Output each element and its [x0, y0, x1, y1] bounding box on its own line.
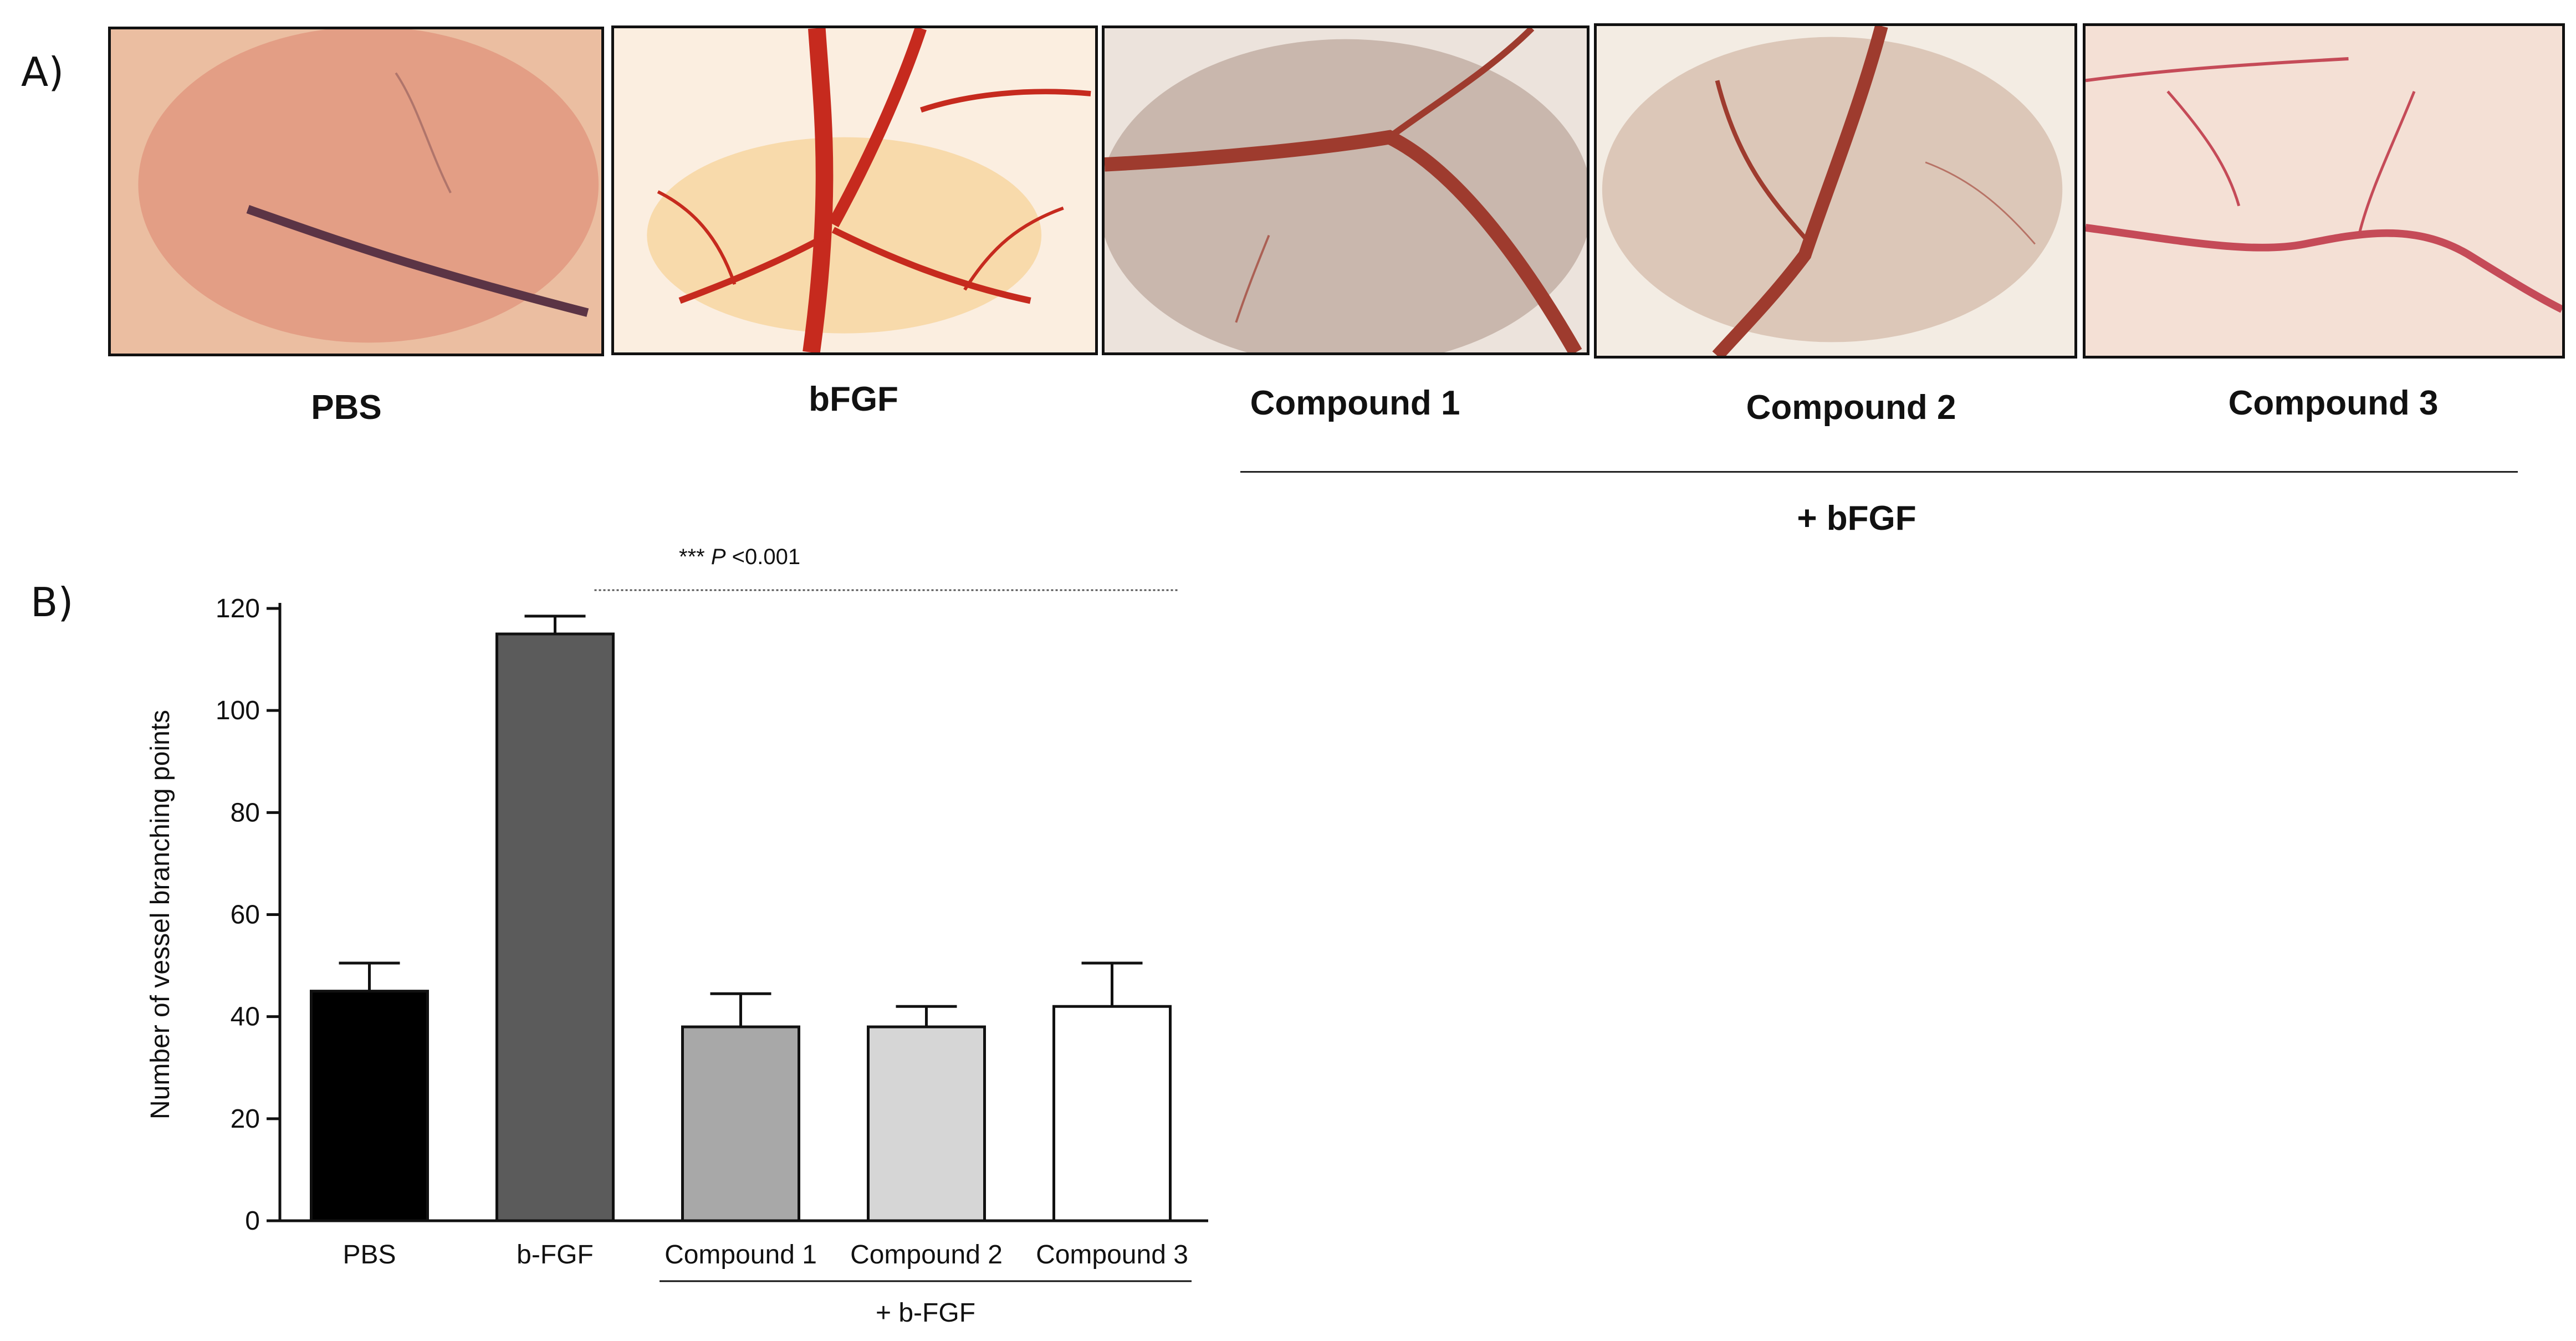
panel-a-label: A): [21, 49, 64, 95]
y-tick-label: 60: [231, 900, 260, 930]
photo-label-bfgf: bFGF: [809, 380, 898, 418]
y-tick-label: 80: [231, 798, 260, 827]
y-tick-label: 120: [216, 594, 260, 623]
photo-group-label: + bFGF: [1797, 499, 1916, 538]
photo-label-compound-2: Compound 2: [1746, 388, 1956, 427]
y-axis-label: Number of vessel branching points: [146, 710, 175, 1119]
y-tick-label: 100: [216, 696, 260, 725]
x-tick-label: PBS: [343, 1240, 396, 1270]
x-tick-label: Compound 2: [850, 1240, 1003, 1270]
photo-label-pbs: PBS: [311, 388, 382, 427]
photo-label-compound-1: Compound 1: [1250, 384, 1460, 422]
bar: [867, 1025, 986, 1222]
x-tick-label: b-FGF: [517, 1240, 594, 1270]
x-tick-label: Compound 1: [665, 1240, 817, 1270]
photo-pbs: [108, 27, 604, 356]
x-tick-label: Compound 3: [1036, 1240, 1188, 1270]
bar: [681, 1025, 800, 1222]
significance-p-symbol: P: [711, 545, 726, 569]
photo-label-compound-3: Compound 3: [2228, 384, 2439, 422]
y-tick-label: 0: [245, 1206, 260, 1236]
bar: [495, 632, 615, 1222]
y-tick-label: 20: [231, 1104, 260, 1134]
bar: [1052, 1005, 1172, 1222]
photo-bfgf: [611, 25, 1098, 355]
photo-compound-2: [1594, 23, 2077, 359]
group-bracket-label: + b-FGF: [876, 1298, 975, 1328]
y-tick-label: 40: [231, 1002, 260, 1032]
photo-group-bracket: [1240, 471, 2518, 473]
significance-stars: ***: [679, 545, 711, 569]
panel-b-label: B): [30, 579, 74, 626]
significance-label: *** P <0.001: [679, 545, 800, 569]
photo-compound-1: [1102, 25, 1589, 355]
significance-p-value: <0.001: [726, 545, 801, 569]
bar: [310, 990, 429, 1222]
photo-compound-3: [2083, 23, 2565, 359]
